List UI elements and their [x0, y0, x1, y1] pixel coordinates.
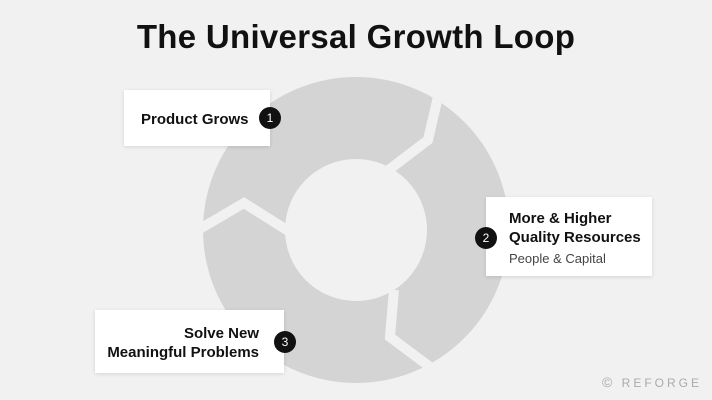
- step-2-label-line1: More & Higher: [509, 210, 612, 227]
- step-3-label-line1: Solve New: [183, 325, 259, 342]
- step-3-badge: 3: [274, 331, 296, 353]
- step-3-box: Solve New Meaningful Problems: [95, 310, 284, 373]
- step-3-label-line2: Meaningful Problems: [107, 344, 259, 361]
- diagram-title: The Universal Growth Loop: [136, 18, 576, 55]
- step-2-badge: 2: [475, 227, 497, 249]
- step-1-label: Product Grows: [141, 111, 249, 128]
- step-2-sublabel: People & Capital: [509, 251, 606, 266]
- step-2-label-line2: Quality Resources: [509, 229, 641, 246]
- ring-gap-2: [384, 289, 437, 374]
- ring-gap-1: [378, 86, 445, 179]
- ring-gap-3: [195, 197, 293, 237]
- reforge-logo: © REFORGE: [602, 374, 702, 390]
- ring-segments: [203, 77, 509, 383]
- step-1-badge: 1: [259, 107, 281, 129]
- brand-name: REFORGE: [621, 376, 702, 390]
- step-1-box: Product Grows: [124, 90, 270, 146]
- copyright-icon: ©: [601, 374, 616, 390]
- step-2-box: More & Higher Quality Resources People &…: [486, 197, 652, 276]
